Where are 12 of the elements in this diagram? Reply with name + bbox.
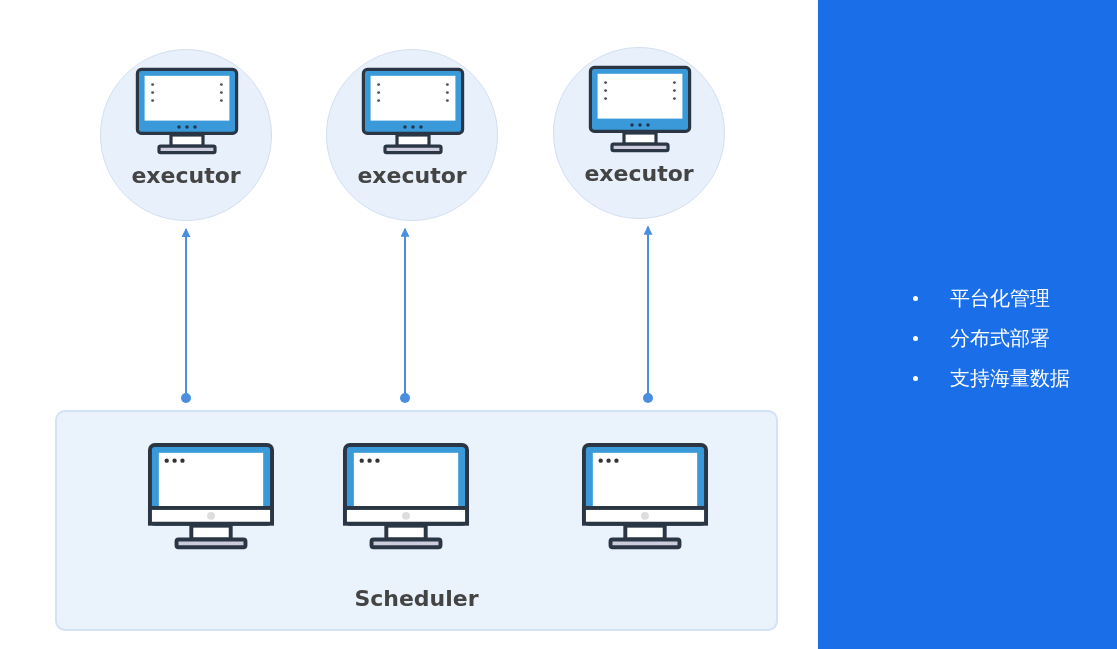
scheduler-panel	[55, 410, 778, 631]
bullet-item: 分布式部署	[913, 318, 1070, 358]
bullet-item: 平台化管理	[913, 278, 1070, 318]
node-label: executor	[356, 163, 468, 188]
node-label: executor	[130, 163, 242, 188]
node-label: Scheduler	[353, 586, 480, 611]
arrow	[643, 225, 653, 403]
feature-band	[818, 0, 1117, 649]
arrow	[400, 227, 410, 403]
node-label: executor	[583, 161, 695, 186]
arrow	[181, 228, 191, 403]
bullet-item: 支持海量数据	[913, 358, 1070, 398]
